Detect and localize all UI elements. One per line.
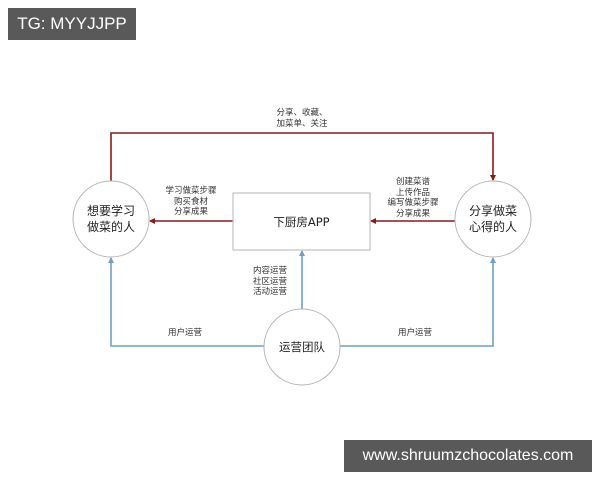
edge-label-ops-to-sharer: 用户运营 [390,328,440,339]
node-app-box [232,192,371,251]
node-sharer-line1: 分享做菜 [468,204,517,218]
node-app-label: 下厨房APP [233,214,370,230]
node-learner-circle [72,180,150,258]
node-sharer-circle [454,180,532,258]
edge-label-sharer-to-app-line4: 分享成果 [395,208,430,219]
node-sharer-line2: 心得的人 [468,220,517,234]
edge-label-top-share-line1: 分享、收藏、 [276,108,328,118]
edge-label-sharer-to-app-line1: 创建菜谱 [395,177,430,187]
edge-label-ops-to-sharer-text: 用户运营 [397,328,432,338]
node-learner-line1: 想要学习 [86,204,135,218]
edge-label-ops-to-app-line3: 活动运营 [252,287,287,297]
edge-label-app-to-learner-line2: 购买食材 [173,196,208,207]
watermark-bottom-right: www.shruumzchocolates.com [344,440,592,472]
node-learner-line2: 做菜的人 [86,220,135,234]
edge-label-app-to-learner-line3: 分享成果 [173,207,208,217]
edge-label-ops-to-learner-text: 用户运营 [167,328,202,338]
node-ops-label: 运营团队 [264,339,340,355]
watermark-top-left: TG: MYYJJPP [8,8,136,40]
edge-top-share [110,132,496,181]
edge-ops-to-sharer [340,257,496,347]
node-ops-circle [263,308,341,386]
edge-label-app-to-learner: 学习做菜步骤 购买食材 分享成果 [156,186,226,218]
edge-ops-to-learner [108,257,264,347]
node-ops-text: 运营团队 [279,340,325,354]
node-learner-label: 想要学习 做菜的人 [73,203,149,235]
edge-label-sharer-to-app-line3: 编写做菜步骤 [387,198,439,208]
node-sharer-label: 分享做菜 心得的人 [455,203,531,235]
edge-label-app-to-learner-line1: 学习做菜步骤 [165,186,217,196]
node-app-text: 下厨房APP [273,215,330,229]
edge-label-ops-to-app-line2: 社区运营 [252,276,287,287]
edge-label-sharer-to-app-line2: 上传作品 [395,187,430,198]
edge-label-top-share: 分享、收藏、 加菜单、关注 [262,108,342,129]
edge-label-ops-to-app: 内容运营 社区运营 活动运营 [248,266,292,298]
edge-label-ops-to-learner: 用户运营 [160,328,210,339]
edge-label-top-share-line2: 加菜单、关注 [276,118,328,129]
edge-label-sharer-to-app: 创建菜谱 上传作品 编写做菜步骤 分享成果 [378,177,448,219]
edge-label-ops-to-app-line1: 内容运营 [252,266,287,276]
